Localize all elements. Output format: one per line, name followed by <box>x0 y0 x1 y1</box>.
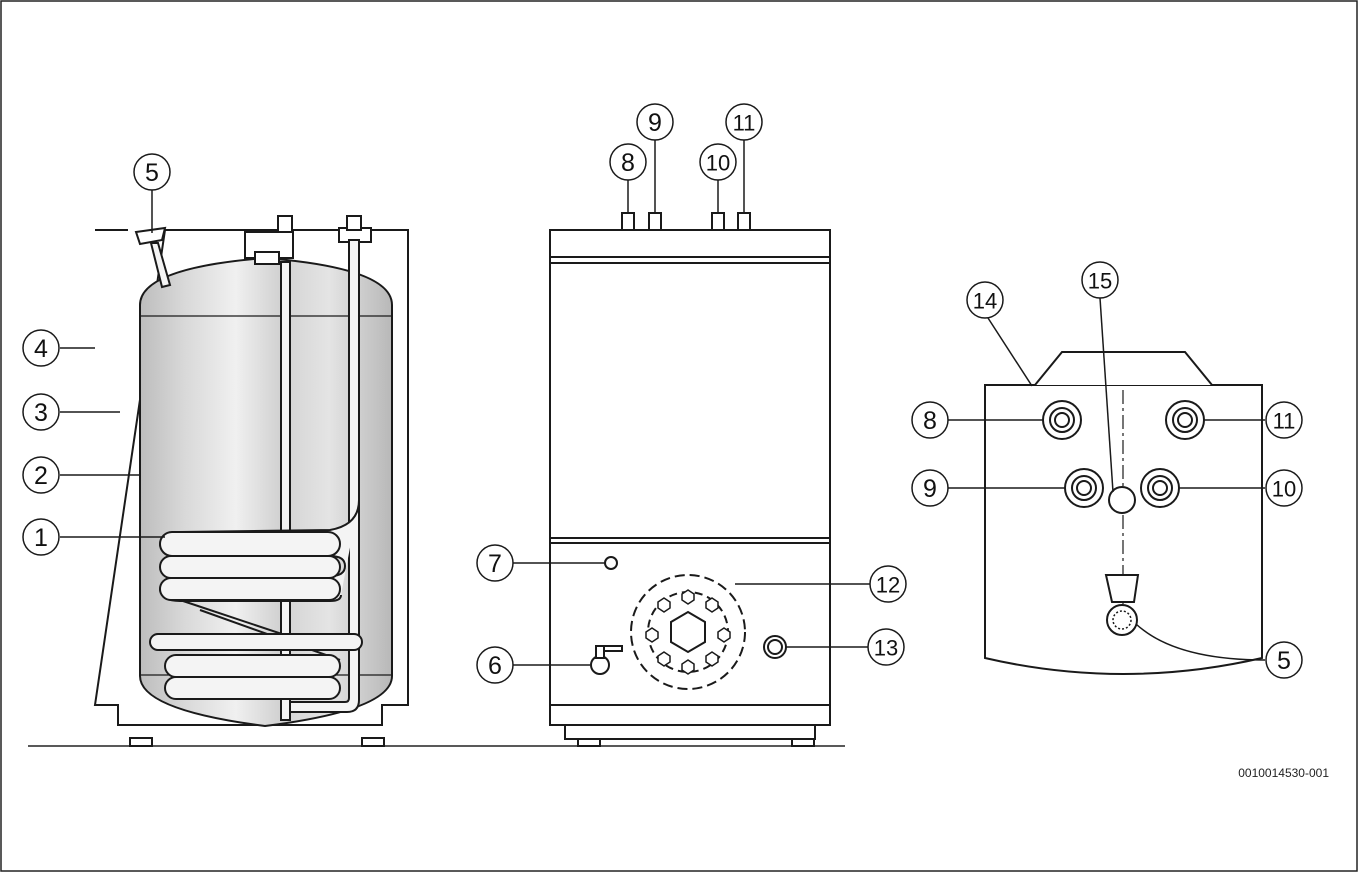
callout-number: 12 <box>876 573 900 598</box>
callout-right-9 <box>911 469 949 507</box>
auxiliary-port-inner <box>767 639 783 655</box>
callout-number: 3 <box>34 399 48 427</box>
callout-mid-11 <box>725 103 763 141</box>
tank-body <box>139 256 393 728</box>
callout-number: 6 <box>488 652 502 680</box>
top-view <box>984 351 1263 675</box>
callout-right-10 <box>1265 469 1303 507</box>
callout-number: 9 <box>648 109 662 137</box>
top-fitting-neck <box>254 251 280 265</box>
sensor-port <box>604 556 618 570</box>
front-foot-left <box>577 738 601 747</box>
cutaway-view <box>93 215 409 747</box>
heat-exchanger-coil <box>149 499 363 700</box>
callout-right-8 <box>911 401 949 439</box>
callout-number: 9 <box>923 475 937 503</box>
callout-right-14 <box>966 281 1004 319</box>
connector-9 <box>648 212 662 231</box>
callout-number: 15 <box>1088 269 1112 294</box>
callout-right-5 <box>1265 641 1303 679</box>
callout-number: 11 <box>733 111 756 136</box>
return-pipe <box>289 239 360 713</box>
connector-10 <box>711 212 725 231</box>
callout-number: 5 <box>145 159 159 187</box>
top-connector <box>277 215 293 233</box>
callout-right-11 <box>1265 401 1303 439</box>
callout-mid-8 <box>609 143 647 181</box>
anode-gauge-dial <box>1112 610 1132 630</box>
callout-number: 8 <box>621 149 635 177</box>
return-pipe-top <box>346 215 362 231</box>
callout-number: 13 <box>874 636 898 661</box>
callout-number: 2 <box>34 462 48 490</box>
callout-mid-13 <box>867 628 905 666</box>
anode-head <box>134 226 167 246</box>
front-foot-right <box>791 738 815 747</box>
callout-mid-9 <box>636 103 674 141</box>
immersion-rod <box>280 261 291 721</box>
anode-rod <box>149 242 172 289</box>
callout-number: 1 <box>34 524 48 552</box>
callouts <box>22 103 1303 684</box>
callout-left-2 <box>22 456 60 494</box>
callout-number: 7 <box>488 550 502 578</box>
callout-number: 5 <box>1277 647 1291 675</box>
callout-number: 11 <box>1273 409 1296 434</box>
drain-valve-handle <box>603 645 623 652</box>
connector-8 <box>621 212 635 231</box>
callout-left-4 <box>22 329 60 367</box>
callout-right-15 <box>1081 261 1119 299</box>
callout-left-5 <box>133 153 171 191</box>
flange-bolts <box>645 589 731 675</box>
flange-hex-nut <box>670 610 706 654</box>
leader-lines <box>60 140 1266 666</box>
foot-left <box>129 737 153 747</box>
callout-number: 10 <box>1272 477 1296 502</box>
anode-mount <box>1104 574 1140 603</box>
top-hood <box>1034 351 1213 386</box>
callout-number: 8 <box>923 407 937 435</box>
callout-number: 10 <box>706 151 730 176</box>
callout-mid-12 <box>869 565 907 603</box>
drain-valve-stem <box>595 645 605 659</box>
callout-number: 14 <box>973 289 997 314</box>
callout-numbers: 5 4 3 2 1 8 9 10 11 7 12 6 13 14 15 8 11… <box>34 109 1296 680</box>
callout-left-3 <box>22 393 60 431</box>
callout-left-1 <box>22 518 60 556</box>
top-connectors <box>1042 400 1205 514</box>
figure-code: 0010014530-001 <box>1238 766 1329 780</box>
connector-11 <box>737 212 751 231</box>
foot-right <box>361 737 385 747</box>
front-view <box>549 212 831 747</box>
callout-number: 4 <box>34 335 48 363</box>
callout-mid-6 <box>476 646 514 684</box>
callout-mid-7 <box>476 544 514 582</box>
callout-mid-10 <box>699 143 737 181</box>
front-base <box>564 724 816 740</box>
